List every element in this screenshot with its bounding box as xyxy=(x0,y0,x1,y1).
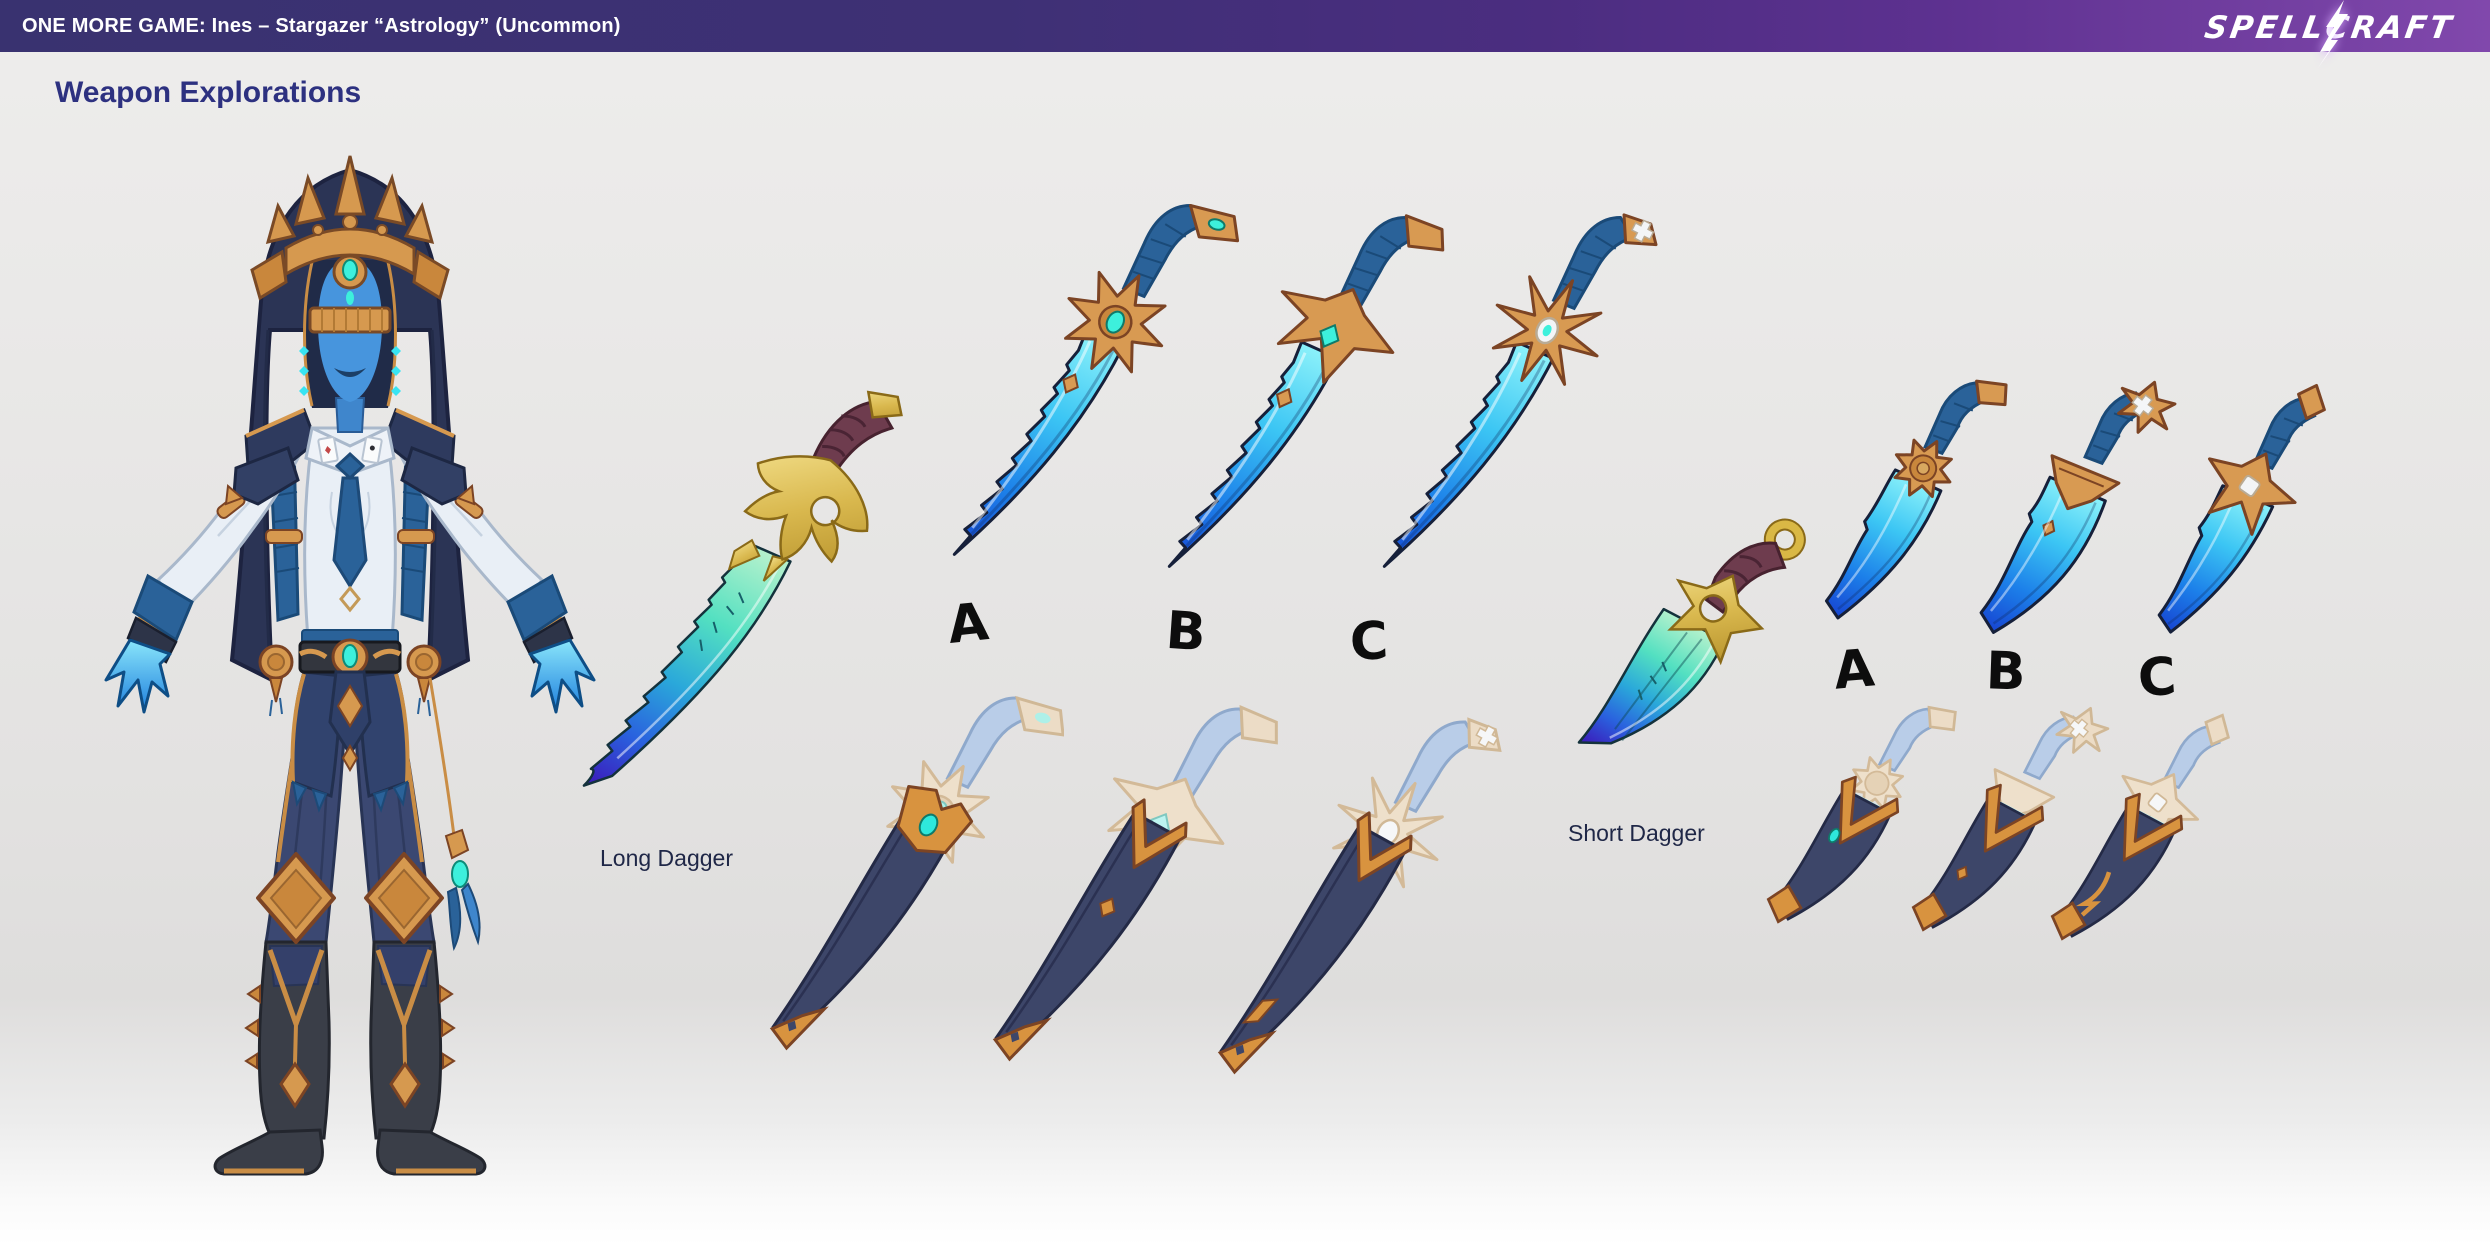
long-dagger-variant-b-label: B xyxy=(1163,600,1208,664)
section-title: Weapon Explorations xyxy=(55,76,362,109)
header-title: ONE MORE GAME: Ines – Stargazer “Astrolo… xyxy=(22,14,621,37)
spellcraft-logo: SPELLCRAFT xyxy=(2194,0,2464,68)
character-illustration xyxy=(100,140,600,1185)
long-dagger-variant-a-label: A xyxy=(944,592,992,656)
long-dagger-variant-b-sheathed-illustration xyxy=(947,655,1287,1125)
lightning-bolt-icon xyxy=(2318,0,2348,68)
short-dagger-variant-b-label: B xyxy=(1984,641,2027,703)
short-dagger-variant-a-illustration xyxy=(1775,332,2035,672)
long-dagger-variant-a-illustration xyxy=(905,150,1245,620)
short-dagger-label: Short Dagger xyxy=(1568,820,1705,846)
short-dagger-variant-c-sheathed-illustration xyxy=(2012,657,2272,997)
header-bar: ONE MORE GAME: Ines – Stargazer “Astrolo… xyxy=(0,0,2490,68)
long-dagger-variant-b-illustration xyxy=(1120,162,1460,632)
short-dagger-variant-b-illustration xyxy=(1935,342,2195,682)
long-dagger-variant-a-sheathed-illustration xyxy=(724,644,1064,1114)
short-dagger-variant-c-illustration xyxy=(2105,347,2365,687)
short-dagger-variant-a-sheathed-illustration xyxy=(1728,640,1988,980)
short-dagger-variant-c-label: C xyxy=(2135,646,2179,710)
short-dagger-variant-b-sheathed-illustration xyxy=(1873,648,2133,988)
long-dagger-render xyxy=(537,330,967,870)
long-dagger-variant-c-illustration xyxy=(1335,162,1675,632)
long-dagger-variant-c-label: C xyxy=(1348,611,1390,673)
short-dagger-render xyxy=(1531,452,1841,827)
short-dagger-variant-a-label: A xyxy=(1831,638,1877,702)
long-dagger-variant-c-sheathed-illustration xyxy=(1172,668,1512,1138)
long-dagger-label: Long Dagger xyxy=(600,845,733,871)
